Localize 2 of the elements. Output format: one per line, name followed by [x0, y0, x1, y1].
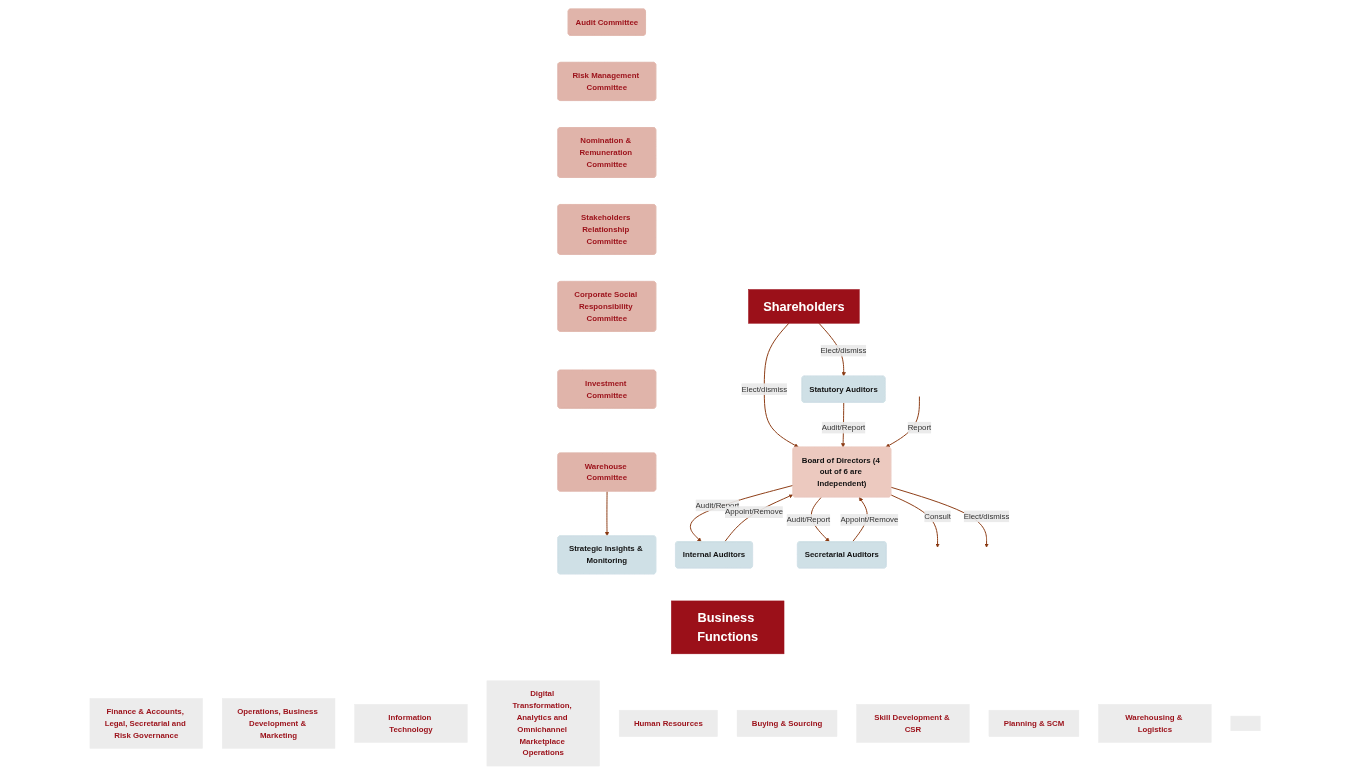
node-box: Business Functions: [671, 600, 785, 655]
node-box: Shareholders: [748, 289, 860, 324]
